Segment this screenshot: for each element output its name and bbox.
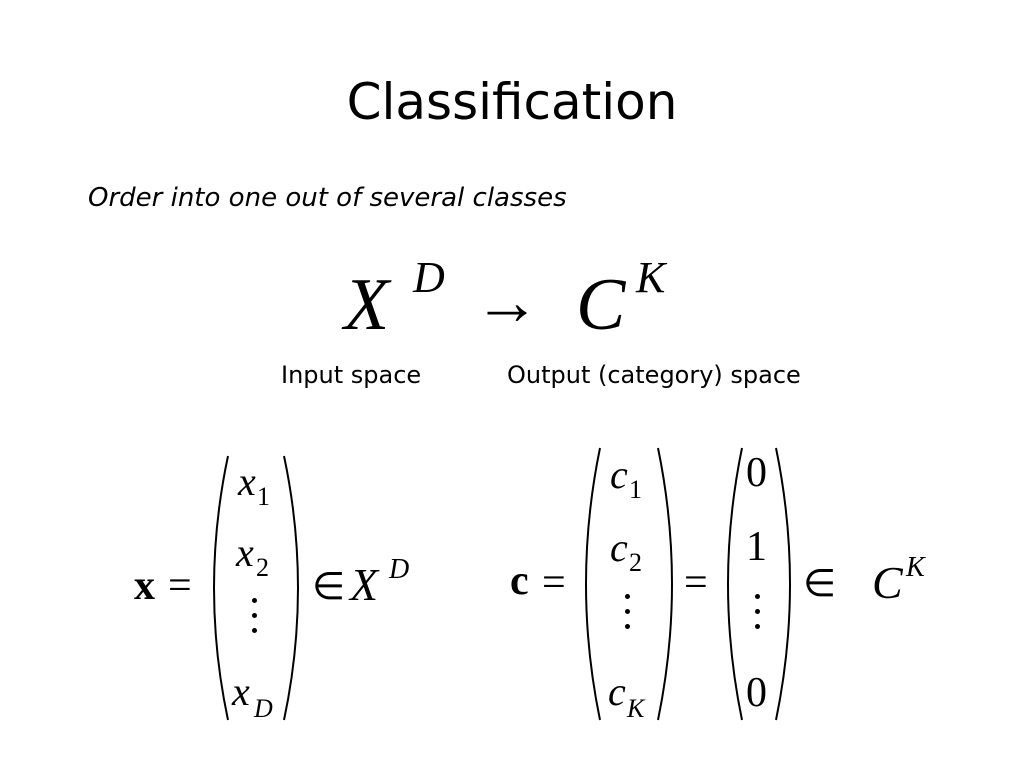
output-entry-1-sub: 1 — [629, 475, 642, 504]
output-vector-name: c — [510, 558, 529, 604]
input-space-caption: Input space — [281, 361, 422, 389]
input-member-of: ∈ — [312, 566, 346, 608]
input-entry-2-base: x — [236, 530, 254, 575]
output-entry-2-sub: 2 — [629, 548, 642, 577]
output-entry-1-base: c — [610, 452, 628, 497]
output-vector-equals-2: = — [684, 560, 708, 606]
output-entry-k-sub: K — [627, 694, 645, 723]
input-entry-1-sub: 1 — [257, 482, 270, 511]
output-vector-space-symbol: C — [872, 557, 903, 608]
output-space-exponent: K — [636, 253, 666, 302]
output-space-symbol: C — [576, 264, 626, 346]
input-vector-space-exponent: D — [389, 554, 410, 585]
input-vector-name: x — [134, 563, 155, 609]
input-entry-2-sub: 2 — [256, 553, 269, 582]
output-entry-2-base: c — [610, 525, 628, 570]
input-space-exponent: D — [413, 253, 445, 302]
input-vector-equals: = — [168, 563, 192, 609]
mapping-arrow: → — [474, 266, 540, 339]
onehot-entry-2: 1 — [746, 524, 767, 570]
output-vector-space-exponent: K — [906, 552, 925, 583]
output-space-caption: Output (category) space — [507, 361, 801, 389]
onehot-entry-1: 0 — [746, 450, 767, 496]
output-member-of: ∈ — [803, 563, 837, 605]
slide-subtitle: Order into one out of several classes — [88, 183, 567, 213]
input-entry-1-base: x — [238, 459, 256, 504]
onehot-entry-k: 0 — [746, 670, 767, 716]
input-space-symbol: X — [344, 264, 390, 346]
slide-title: Classification — [346, 73, 678, 131]
output-vector-equals: = — [542, 560, 566, 606]
input-entry-d-sub: D — [254, 694, 273, 723]
input-vector-space-symbol: X — [350, 559, 379, 610]
output-entry-k-base: c — [608, 669, 626, 714]
input-entry-d-base: x — [232, 669, 250, 714]
